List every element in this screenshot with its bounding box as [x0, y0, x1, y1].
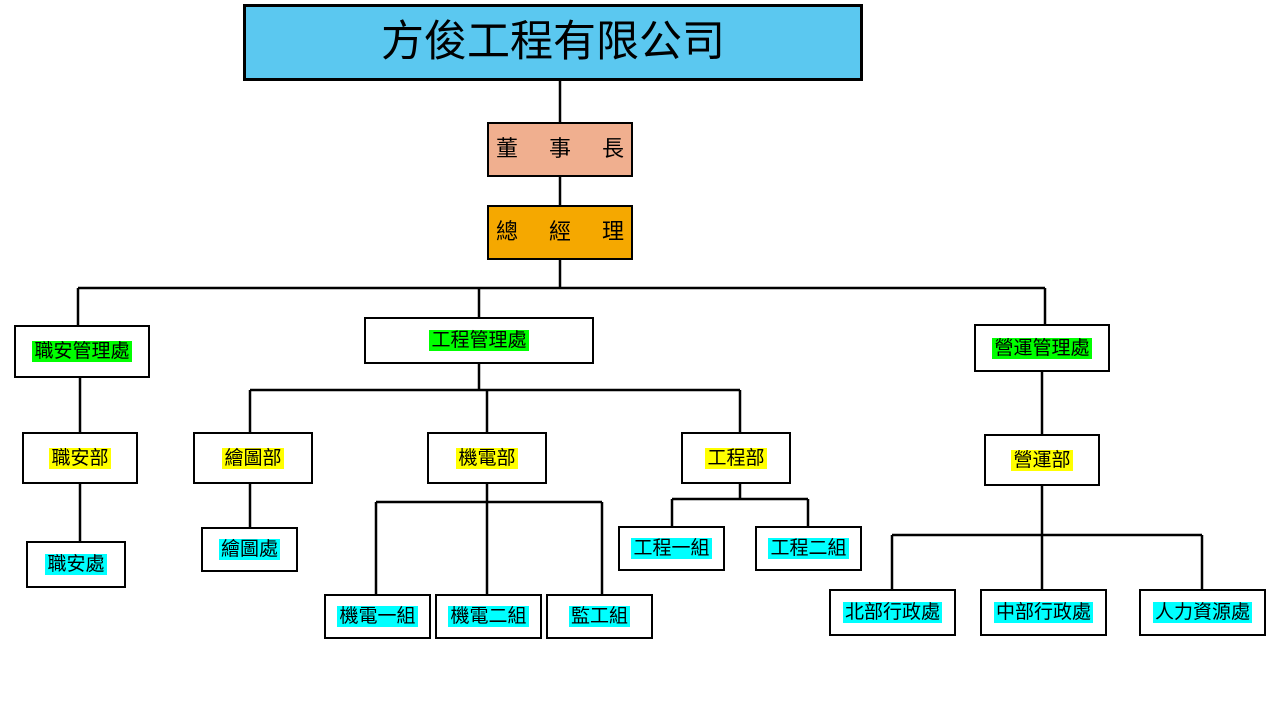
node-safety-department-label: 職安部 — [49, 446, 111, 469]
node-mechanical-group-1[interactable]: 機電一組 — [324, 594, 431, 639]
node-general-manager[interactable]: 總 經 理 — [487, 205, 633, 260]
node-operations-department[interactable]: 營運部 — [984, 434, 1100, 486]
node-north-admin-section-label: 北部行政處 — [842, 601, 942, 623]
node-general-manager-label: 總 經 理 — [496, 219, 636, 245]
node-drawing-department-label: 繪圖部 — [222, 446, 284, 469]
node-engineering-division[interactable]: 工程管理處 — [364, 317, 594, 364]
node-company[interactable]: 方俊工程有限公司 — [243, 4, 863, 81]
node-mechanical-department-label: 機電部 — [456, 446, 518, 469]
node-drawing-section[interactable]: 繪圖處 — [201, 527, 298, 572]
node-drawing-department[interactable]: 繪圖部 — [193, 432, 313, 484]
node-mechanical-group-2[interactable]: 機電二組 — [435, 594, 542, 639]
node-supervision-group[interactable]: 監工組 — [546, 594, 653, 639]
node-central-admin-section-label: 中部行政處 — [993, 601, 1093, 623]
node-chairman[interactable]: 董 事 長 — [487, 122, 633, 177]
node-safety-section[interactable]: 職安處 — [26, 541, 126, 588]
node-operations-division[interactable]: 營運管理處 — [974, 324, 1110, 372]
node-central-admin-section[interactable]: 中部行政處 — [980, 589, 1107, 636]
node-hr-section[interactable]: 人力資源處 — [1139, 589, 1266, 636]
node-engineering-division-label: 工程管理處 — [429, 329, 529, 351]
node-mechanical-group-2-label: 機電二組 — [448, 605, 529, 627]
node-operations-division-label: 營運管理處 — [992, 336, 1092, 359]
node-engineering-group-1[interactable]: 工程一組 — [618, 526, 725, 571]
node-safety-division[interactable]: 職安管理處 — [14, 325, 150, 378]
node-safety-division-label: 職安管理處 — [32, 340, 132, 362]
node-chairman-label: 董 事 長 — [496, 136, 636, 162]
node-engineering-group-2-label: 工程二組 — [768, 537, 849, 559]
node-engineering-group-2[interactable]: 工程二組 — [755, 526, 862, 571]
node-engineering-department[interactable]: 工程部 — [681, 432, 791, 484]
node-engineering-group-1-label: 工程一組 — [631, 537, 712, 559]
node-company-label: 方俊工程有限公司 — [381, 17, 725, 67]
node-supervision-group-label: 監工組 — [568, 605, 630, 627]
node-engineering-department-label: 工程部 — [705, 446, 767, 469]
node-safety-department[interactable]: 職安部 — [22, 432, 138, 484]
node-safety-section-label: 職安處 — [45, 553, 107, 575]
node-mechanical-department[interactable]: 機電部 — [427, 432, 547, 484]
node-operations-department-label: 營運部 — [1011, 448, 1073, 471]
node-drawing-section-label: 繪圖處 — [218, 538, 280, 560]
node-north-admin-section[interactable]: 北部行政處 — [829, 589, 956, 636]
node-hr-section-label: 人力資源處 — [1152, 601, 1252, 623]
node-mechanical-group-1-label: 機電一組 — [337, 605, 418, 627]
